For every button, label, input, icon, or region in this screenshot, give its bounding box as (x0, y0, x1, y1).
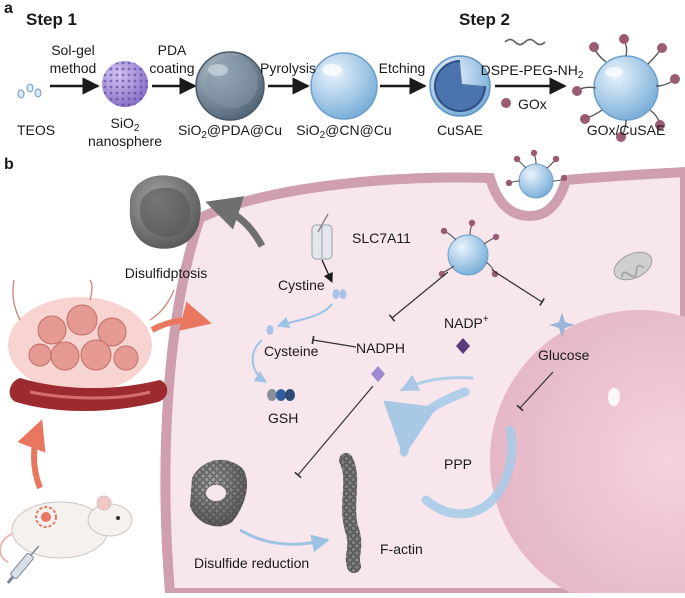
inhibit-glucose-line (491, 269, 545, 306)
pda-label-line2: coating (149, 60, 195, 76)
inhibit-nadph-line (388, 271, 449, 322)
disulfide-cage-structure (190, 459, 247, 527)
pyrolysis-label: Pyrolysis (259, 60, 317, 76)
cystine-label: Cystine (278, 277, 325, 293)
slc7a11-label: SLC7A11 (352, 230, 411, 246)
nadp-diamond (456, 338, 470, 354)
pda-label-line1: PDA (157, 42, 187, 58)
ppp-label: PPP (444, 456, 473, 472)
etching-label: Etching (378, 60, 426, 76)
nadph-diamond (371, 366, 385, 382)
gsh-molecule (267, 389, 295, 401)
sio2-cn-cu-label: SiO2@CN@Cu (296, 122, 392, 141)
cysteine-label: Cysteine (264, 343, 319, 359)
gox-label: GOx (518, 96, 547, 112)
nadph-label: NADPH (356, 340, 406, 356)
gox-cusae-particle (572, 34, 680, 142)
cusae-label: CuSAE (437, 122, 483, 138)
nucleus (490, 310, 685, 598)
peg-chain-icon (504, 38, 546, 46)
cysteine-molecule (266, 325, 274, 335)
disulfide-to-factin-arrow (239, 528, 330, 553)
sio2-nanosphere-graphic (102, 61, 148, 107)
ppp-cycle-arrows (383, 374, 517, 519)
gsh-label: GSH (268, 410, 299, 426)
cysteine-to-gsh-arrow (251, 339, 268, 383)
mouse-to-tumor-arrow (17, 419, 46, 490)
gox-enzyme-icon (501, 98, 511, 108)
gox-cusae-label: GOx/CuSAE (586, 122, 666, 138)
solgel-label-line1: Sol-gel (51, 42, 95, 58)
sio2-pda-cu-label: SiO2@PDA@Cu (177, 122, 283, 141)
cusae-hollow-sphere (429, 55, 491, 117)
f-actin-label: F-actin (380, 541, 423, 557)
cystine-to-cysteine-arrow (276, 303, 333, 329)
teos-molecules (17, 83, 42, 99)
mouse-illustration (0, 495, 133, 584)
glucose-label: Glucose (538, 347, 590, 363)
sio2-cn-cu-sphere (310, 52, 378, 120)
cystine-molecule (332, 289, 347, 299)
disulfide-reduction-label: Disulfide reduction (194, 555, 310, 571)
tumor-tissue-illustration (8, 279, 175, 411)
step2-title: Step 2 (459, 10, 511, 29)
slc7a11-transporter (311, 213, 333, 260)
dspe-peg-label: DSPE-PEG-NH2 (480, 62, 584, 81)
cystine-import-arrow (321, 259, 333, 283)
teos-label: TEOS (16, 122, 56, 138)
sio2-pda-cu-sphere (195, 51, 265, 121)
disulfidptosis-cell (129, 175, 201, 249)
panel-b-label: b (4, 156, 14, 173)
mitochondrion-icon (613, 251, 653, 281)
to-disulfidptosis-arrow (205, 196, 266, 248)
nucleolus (608, 388, 620, 406)
f-actin-filament (339, 453, 362, 573)
sio2-label: SiO2 (110, 115, 140, 134)
nadph-cysteine-line (311, 335, 357, 348)
nadph-disulfide-line (294, 385, 374, 479)
solgel-label-line2: method (49, 60, 97, 76)
endocytosed-nanoparticle (505, 149, 568, 199)
nadp-label: NADP+ (444, 314, 489, 331)
glucose-ppp-line (516, 371, 554, 412)
nanosphere-label: nanosphere (88, 133, 162, 149)
step1-title: Step 1 (26, 10, 78, 29)
tumor-to-cell-arrow (150, 301, 212, 333)
panel-a-label: a (4, 0, 13, 17)
glucose-star (549, 312, 575, 338)
disulfidptosis-label: Disulfidptosis (124, 265, 208, 281)
